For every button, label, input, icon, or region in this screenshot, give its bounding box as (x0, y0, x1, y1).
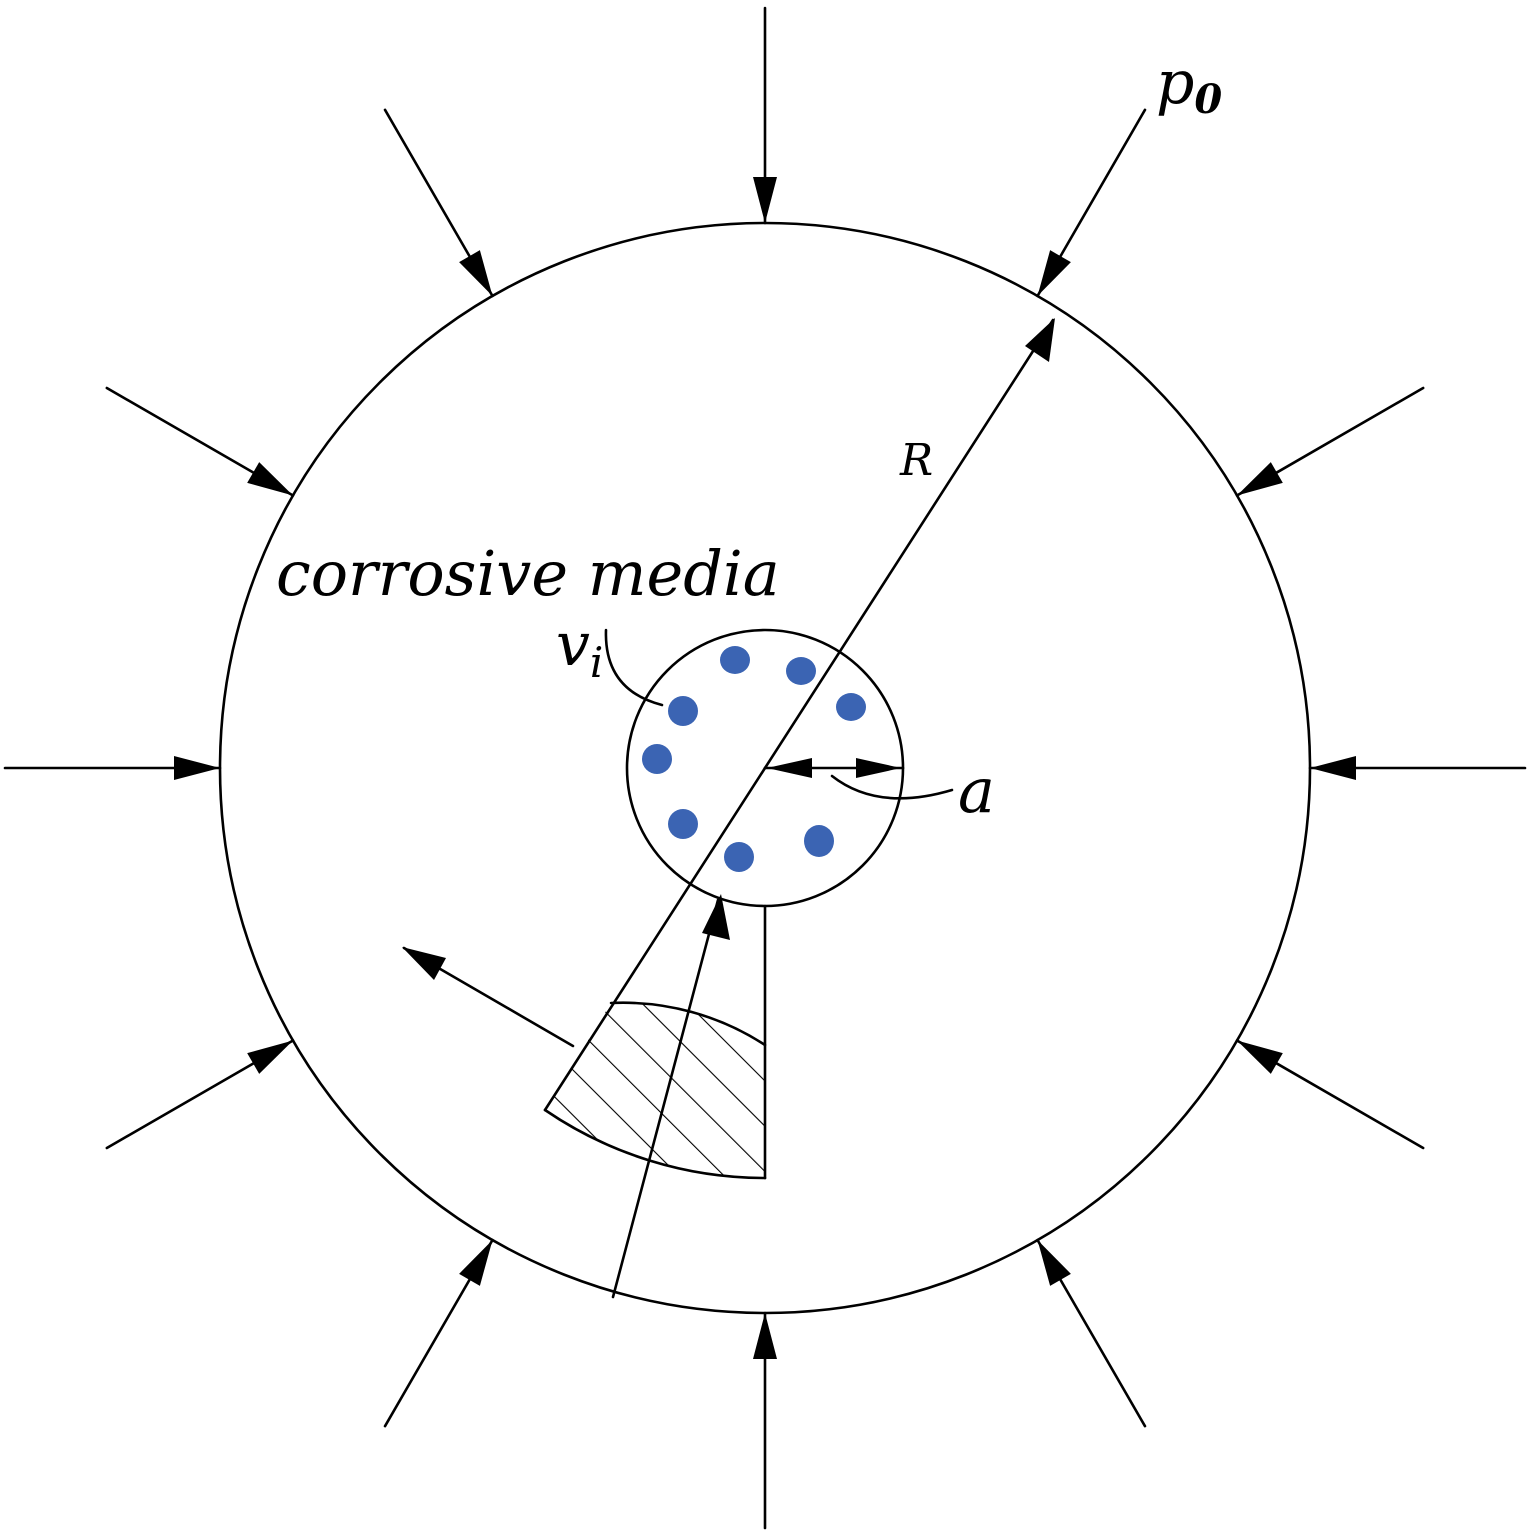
pressure-arrow (105, 386, 295, 497)
pressure-arrow (105, 1039, 295, 1150)
radius-r-dimension (763, 318, 1055, 770)
ion-leader-line (604, 628, 664, 707)
pressure-arrow (1235, 386, 1425, 497)
corrosive-ion-dots (642, 646, 866, 872)
pressure-arrow (1308, 756, 1527, 780)
pressure-arrow (1036, 1238, 1147, 1428)
ion-dot (668, 696, 698, 726)
ion-dot (720, 646, 750, 674)
pressure-arrow (1036, 108, 1147, 298)
wedge-outward-arrow (402, 946, 575, 1048)
ion-dot (836, 693, 866, 721)
external-pressure-arrows (3, 6, 1527, 1530)
pressure-arrow (753, 1311, 777, 1530)
ion-dot (804, 825, 834, 857)
pressure-label: p0 (1156, 48, 1222, 123)
ion-dot (786, 657, 816, 685)
outer-radius-label: R (899, 435, 933, 486)
corrosive-media-label: corrosive media (276, 537, 780, 610)
ion-label: vi (556, 610, 603, 687)
pressure-arrow (383, 1238, 494, 1428)
ion-dot (642, 744, 672, 774)
diffusion-arrow (611, 894, 730, 1299)
ion-dot (668, 809, 698, 839)
wedge-element (543, 766, 767, 1180)
radius-a-dimension (763, 758, 954, 800)
pressure-arrow (3, 756, 222, 780)
pressure-arrow (753, 6, 777, 225)
pressure-arrow (1235, 1039, 1425, 1150)
pressure-arrow (383, 108, 494, 298)
inner-radius-label: a (958, 754, 995, 827)
ion-dot (724, 842, 754, 872)
